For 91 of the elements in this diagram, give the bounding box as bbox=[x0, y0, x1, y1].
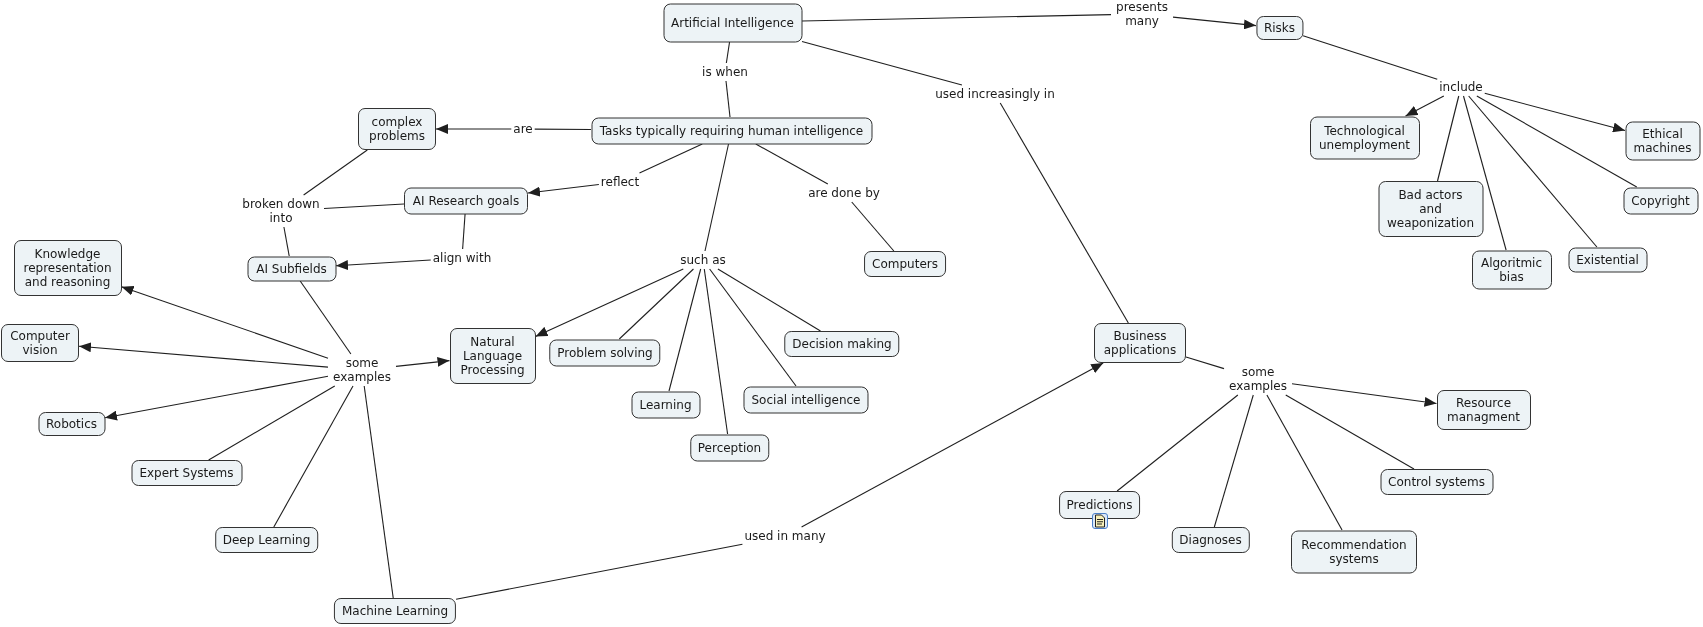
connector-line bbox=[725, 80, 731, 118]
concept-box: Diagnoses bbox=[1171, 527, 1250, 553]
connector-line bbox=[668, 268, 702, 392]
connector-line bbox=[1185, 356, 1225, 370]
connector-line bbox=[717, 268, 822, 332]
concept-box: Resource managment bbox=[1436, 390, 1531, 430]
arrow bbox=[1484, 92, 1626, 133]
connector-line bbox=[1436, 95, 1460, 182]
linking-phrase: broken down into bbox=[240, 197, 322, 225]
concept-box: Risks bbox=[1255, 16, 1304, 40]
linking-phrase: some examples bbox=[1226, 365, 1290, 393]
concept-box: Robotics bbox=[38, 412, 105, 436]
concept-box: Existential bbox=[1568, 247, 1647, 272]
concept-box: Computer vision bbox=[1, 324, 79, 362]
connector-line bbox=[1462, 95, 1507, 251]
linking-phrase: is when bbox=[702, 65, 748, 79]
concept-box: Technological unemployment bbox=[1309, 116, 1420, 159]
arrow bbox=[435, 124, 512, 134]
concept-box: Machine Learning bbox=[333, 598, 457, 624]
connector-line bbox=[704, 143, 730, 252]
connector-line bbox=[851, 201, 895, 252]
linking-phrase: used in many bbox=[744, 529, 826, 543]
arrow bbox=[801, 362, 1104, 528]
arrow bbox=[78, 342, 329, 368]
arrow bbox=[534, 268, 684, 337]
concept-box: Expert Systems bbox=[131, 460, 242, 486]
connector-line bbox=[801, 14, 1112, 22]
arrow bbox=[335, 259, 432, 270]
connector-line bbox=[1468, 95, 1598, 248]
arrow bbox=[1291, 383, 1438, 407]
connector-line bbox=[299, 280, 352, 355]
linking-phrase: reflect bbox=[600, 175, 640, 189]
connector-line bbox=[725, 41, 731, 64]
concept-box: Ethical machines bbox=[1625, 121, 1700, 160]
concept-box: Copyright bbox=[1623, 187, 1698, 214]
concept-box: Computers bbox=[864, 251, 946, 277]
arrow bbox=[395, 356, 451, 367]
linking-phrase: are done by bbox=[808, 186, 880, 200]
concept-box: Deep Learning bbox=[214, 527, 319, 553]
concept-box: Learning bbox=[631, 391, 700, 418]
connector-line bbox=[703, 268, 729, 435]
arrow bbox=[1405, 95, 1445, 117]
arrow bbox=[527, 184, 600, 197]
connector-line bbox=[801, 40, 963, 86]
concept-box: Knowledge representation and reasoning bbox=[13, 240, 122, 296]
concept-box: Predictions bbox=[1058, 491, 1141, 519]
connector-line bbox=[709, 268, 797, 387]
connector-line bbox=[534, 128, 592, 131]
connector-line bbox=[283, 226, 290, 257]
connector-line bbox=[755, 143, 829, 185]
connector-line bbox=[1116, 394, 1239, 492]
arrow bbox=[1172, 16, 1257, 30]
arrow bbox=[104, 375, 329, 421]
connector-line bbox=[638, 143, 703, 174]
concept-box: Tasks typically requiring human intelligence bbox=[591, 117, 872, 144]
concept-box: Problem solving bbox=[549, 339, 661, 366]
linking-phrase: presents many bbox=[1113, 0, 1171, 28]
concept-box: Business applications bbox=[1094, 323, 1186, 363]
concept-box: Recommendation systems bbox=[1291, 530, 1417, 573]
concept-box: Decision making bbox=[784, 331, 900, 357]
connector-line bbox=[1285, 394, 1415, 470]
concept-box: complex problems bbox=[358, 108, 436, 150]
connector-line bbox=[1213, 394, 1254, 528]
connector-line bbox=[303, 149, 368, 196]
connector-line bbox=[455, 543, 743, 600]
linking-phrase: such as bbox=[680, 253, 726, 267]
connector-line bbox=[363, 385, 394, 599]
connector-line bbox=[273, 385, 354, 528]
linking-phrase: used increasingly in bbox=[935, 87, 1055, 101]
linking-phrase: include bbox=[1439, 80, 1483, 94]
concept-box: Artificial Intelligence bbox=[663, 3, 802, 42]
arrow bbox=[120, 285, 329, 359]
connector-line bbox=[1302, 35, 1438, 80]
linking-phrase: are bbox=[513, 122, 533, 136]
concept-box: Natural Language Processing bbox=[449, 328, 536, 384]
linking-phrase: align with bbox=[432, 251, 492, 265]
concept-box: Control systems bbox=[1380, 469, 1493, 495]
connector-line bbox=[208, 385, 336, 461]
connector-line bbox=[1476, 95, 1638, 188]
concept-box: Social intelligence bbox=[743, 386, 869, 413]
connector-line bbox=[999, 102, 1129, 324]
connector-line bbox=[323, 203, 405, 210]
linking-phrase: some examples bbox=[330, 356, 394, 384]
connector-line bbox=[462, 213, 466, 250]
concept-box: AI Research goals bbox=[404, 187, 528, 214]
concept-box: Bad actors and weaponization bbox=[1378, 181, 1483, 237]
concept-box: Perception bbox=[689, 434, 770, 461]
concept-box: AI Subfields bbox=[247, 256, 336, 281]
connector-line bbox=[618, 268, 694, 340]
connector-line bbox=[1266, 394, 1343, 531]
concept-box: Algoritmic bias bbox=[1471, 250, 1552, 289]
